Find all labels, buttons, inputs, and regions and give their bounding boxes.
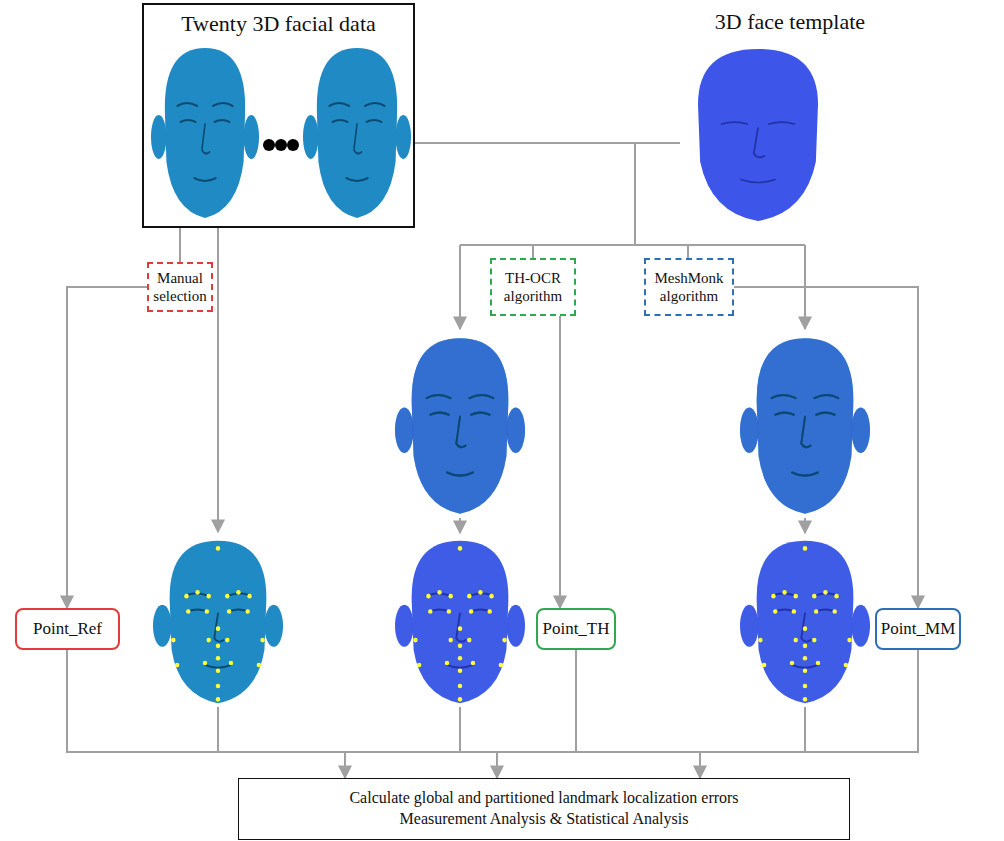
node-label: TH-OCR algorithm	[496, 269, 570, 305]
node-label: Point_TH	[542, 619, 609, 639]
flow-arrow	[497, 650, 576, 778]
node-label: Measurement Analysis & Statistical Analy…	[400, 809, 689, 830]
node-label: MeshMonk algorithm	[650, 269, 728, 305]
flow-arrow	[179, 228, 181, 262]
template-group: 3D face template	[680, 3, 900, 225]
method-box: MeshMonk algorithm	[644, 258, 734, 316]
node-label: Manual selection	[153, 269, 207, 305]
result-box: Point_Ref	[15, 608, 120, 650]
flow-arrow	[415, 143, 635, 258]
node-label: Twenty 3D facial data	[181, 11, 376, 37]
data-frame: Twenty 3D facial data	[142, 3, 415, 228]
analysis-box: Calculate global and partitioned landmar…	[238, 778, 850, 840]
flow-arrow	[67, 650, 345, 778]
result-box: Point_TH	[536, 608, 616, 650]
flow-arrow	[67, 287, 147, 608]
flow-arrow	[559, 316, 561, 608]
flow-arrow	[700, 650, 918, 778]
method-box: TH-OCR algorithm	[490, 258, 576, 316]
node-label: Point_MM	[881, 619, 956, 639]
method-box: Manual selection	[147, 262, 213, 312]
flow-arrow	[533, 143, 680, 258]
node-label: Point_Ref	[33, 619, 102, 639]
flow-arrow	[635, 143, 688, 258]
flow-arrow	[734, 287, 918, 608]
node-label: Calculate global and partitioned landmar…	[349, 788, 738, 809]
result-box: Point_MM	[875, 608, 961, 650]
node-label: 3D face template	[715, 9, 865, 35]
flow-arrow	[415, 143, 688, 258]
